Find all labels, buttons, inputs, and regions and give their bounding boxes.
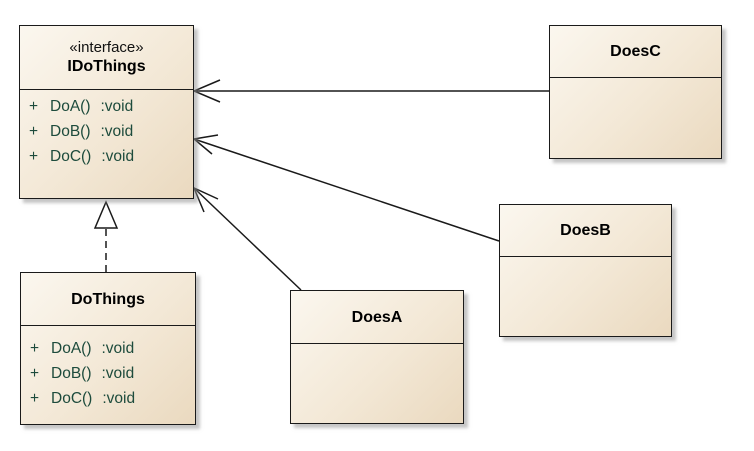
operations-compartment: + DoA() :void + DoB() :void + DoC() :voi… bbox=[21, 326, 195, 411]
operations-compartment: + DoA() :void + DoB() :void + DoC() :voi… bbox=[20, 90, 193, 169]
class-header: DoesC bbox=[550, 26, 721, 78]
visibility-marker: + bbox=[29, 98, 39, 115]
class-name-doesb: DoesB bbox=[560, 222, 611, 239]
class-doesc[interactable]: DoesC bbox=[549, 25, 722, 159]
operation-row[interactable]: + DoC() :void bbox=[21, 386, 195, 411]
class-dothings[interactable]: DoThings + DoA() :void + DoB() :void + D… bbox=[20, 272, 196, 425]
visibility-marker: + bbox=[30, 390, 40, 407]
class-name-idothings: IDoThings bbox=[67, 58, 146, 75]
class-doesb[interactable]: DoesB bbox=[499, 204, 672, 337]
operation-return-type: :void bbox=[102, 390, 136, 407]
visibility-marker: + bbox=[30, 365, 40, 382]
class-header: DoThings bbox=[21, 273, 195, 326]
class-idothings[interactable]: «interface» IDoThings + DoA() :void + Do… bbox=[19, 25, 194, 199]
operation-signature: DoB() bbox=[51, 365, 92, 382]
association-line-doesb[interactable] bbox=[193, 138, 500, 242]
realization-arrowhead bbox=[93, 200, 119, 229]
operation-row[interactable]: + DoB() :void bbox=[21, 361, 195, 386]
visibility-marker: + bbox=[30, 340, 40, 357]
association-arrowhead-doesc bbox=[192, 79, 221, 103]
association-arrowhead-doesa bbox=[192, 186, 219, 213]
operation-return-type: :void bbox=[100, 123, 134, 140]
class-header: DoesB bbox=[500, 205, 671, 257]
operation-row[interactable]: + DoA() :void bbox=[21, 336, 195, 361]
class-doesa[interactable]: DoesA bbox=[290, 290, 464, 424]
operation-signature: DoC() bbox=[50, 148, 92, 165]
operation-row[interactable]: + DoB() :void bbox=[20, 119, 193, 144]
class-name-doesa: DoesA bbox=[351, 308, 403, 326]
class-header: «interface» IDoThings bbox=[20, 26, 193, 90]
stereotype-label: «interface» bbox=[69, 39, 144, 56]
operation-return-type: :void bbox=[101, 365, 135, 382]
operation-return-type: :void bbox=[101, 148, 135, 165]
operation-signature: DoA() bbox=[51, 340, 92, 357]
visibility-marker: + bbox=[29, 123, 39, 140]
operation-signature: DoC() bbox=[51, 390, 93, 407]
association-line-doesa[interactable] bbox=[193, 187, 302, 291]
operation-signature: DoB() bbox=[50, 123, 91, 140]
class-header: DoesA bbox=[291, 291, 463, 344]
class-name-dothings: DoThings bbox=[71, 290, 145, 308]
operation-return-type: :void bbox=[100, 98, 134, 115]
visibility-marker: + bbox=[29, 148, 39, 165]
operation-signature: DoA() bbox=[50, 98, 91, 115]
class-name-doesc: DoesC bbox=[610, 43, 661, 60]
operation-return-type: :void bbox=[101, 340, 135, 357]
operation-row[interactable]: + DoC() :void bbox=[20, 144, 193, 169]
operation-row[interactable]: + DoA() :void bbox=[20, 94, 193, 119]
association-arrowhead-doesb bbox=[192, 134, 219, 155]
